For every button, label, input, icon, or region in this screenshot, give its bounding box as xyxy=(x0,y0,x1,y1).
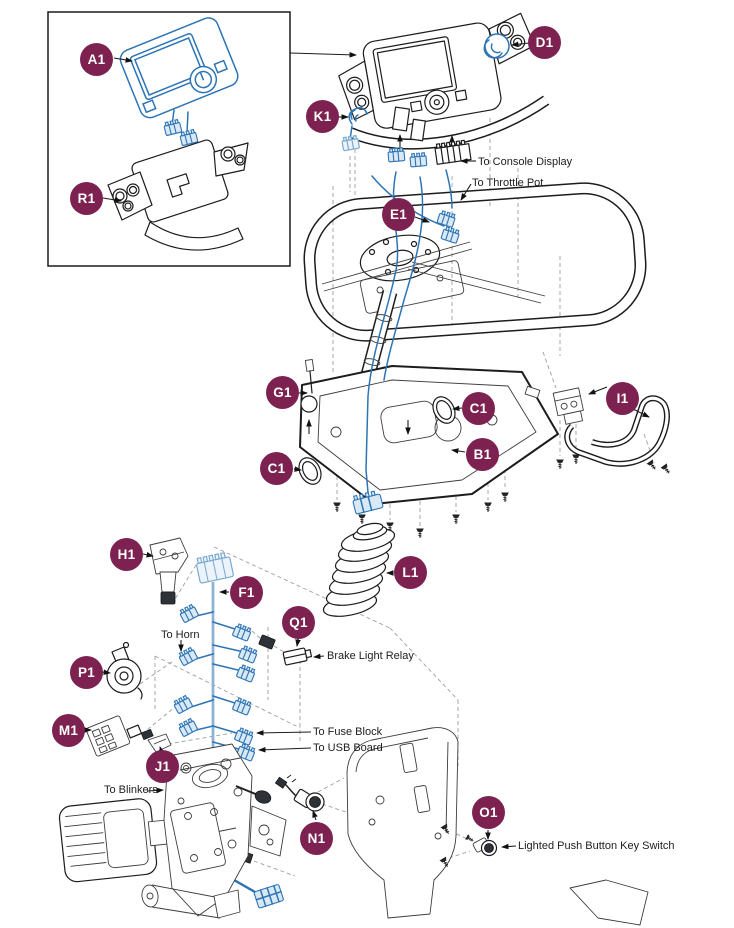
main-console xyxy=(338,12,550,158)
callout-m1: M1 xyxy=(52,714,85,747)
steering-mechanism xyxy=(141,743,287,919)
j1-connector xyxy=(147,733,172,753)
inset-leader-line xyxy=(289,52,357,58)
annotation-arrows xyxy=(146,158,517,850)
callout-n1: N1 xyxy=(300,822,333,855)
callout-l1-label: L1 xyxy=(402,565,419,580)
callout-i1-label: I1 xyxy=(616,391,629,406)
callout-i1: I1 xyxy=(606,382,639,415)
c1-cap-right xyxy=(432,396,456,424)
l1-tiller-boot xyxy=(322,522,396,617)
callout-o1-label: O1 xyxy=(479,805,498,820)
callout-k1: K1 xyxy=(306,100,339,133)
callout-arrows xyxy=(84,41,650,840)
annotation-lighted-push-button-key-switch: Lighted Push Button Key Switch xyxy=(518,840,675,852)
callout-k1-label: K1 xyxy=(313,109,332,124)
annotation-to-throttle-pot: To Throttle Pot xyxy=(472,177,544,189)
callout-e1: E1 xyxy=(382,198,415,231)
tiller-shroud xyxy=(346,727,649,926)
console-housing-part xyxy=(107,139,249,251)
callout-f1-label: F1 xyxy=(238,585,255,600)
headlight xyxy=(58,798,170,883)
callout-d1-label: D1 xyxy=(535,35,554,50)
callout-f1: F1 xyxy=(230,576,263,609)
annotation-to-fuse-block: To Fuse Block xyxy=(313,726,383,738)
annotation-to-blinkers: To Blinkers xyxy=(104,784,158,796)
callout-h1: H1 xyxy=(110,538,143,571)
annotation-to-usb-board: To USB Board xyxy=(313,742,383,754)
callout-j1-label: J1 xyxy=(154,759,171,774)
callout-q1-label: Q1 xyxy=(289,615,308,630)
callout-j1: J1 xyxy=(146,750,179,783)
callout-e1-label: E1 xyxy=(390,207,407,222)
callout-p1: P1 xyxy=(70,656,103,689)
speed-dial-knob xyxy=(483,33,510,59)
m1-usb-board xyxy=(85,715,154,757)
c1-cap-left xyxy=(298,457,322,485)
p1-horn xyxy=(106,641,143,700)
callout-q1: Q1 xyxy=(282,606,315,639)
callout-b1-label: B1 xyxy=(473,447,492,462)
callout-l1: L1 xyxy=(394,556,427,589)
i1-brackets xyxy=(524,385,673,476)
callout-o1: O1 xyxy=(472,796,505,829)
n1-key-switch xyxy=(274,774,325,812)
callout-b1: B1 xyxy=(466,438,499,471)
callout-c1-right-label: C1 xyxy=(469,401,488,416)
callout-g1-label: G1 xyxy=(273,385,292,400)
o1-push-button-key-switch xyxy=(465,834,498,857)
h1-bracket xyxy=(149,537,189,605)
annotation-to-horn: To Horn xyxy=(161,629,200,641)
callout-p1-label: P1 xyxy=(78,665,95,680)
callout-d1: D1 xyxy=(528,26,561,59)
annotation-brake-light-relay: Brake Light Relay xyxy=(327,650,414,662)
callout-g1: G1 xyxy=(266,376,299,409)
callout-r1-label: R1 xyxy=(77,191,96,206)
callout-r1: R1 xyxy=(70,182,103,215)
callout-h1-label: H1 xyxy=(117,547,136,562)
callout-n1-label: N1 xyxy=(307,831,326,846)
g1-ball-stud xyxy=(300,359,318,434)
handlebar-frame xyxy=(303,182,647,342)
callout-c1-right: C1 xyxy=(462,392,495,425)
console-display-part xyxy=(119,17,239,119)
q1-brake-light-relay xyxy=(258,634,313,666)
callout-c1-left: C1 xyxy=(260,452,293,485)
k1-jumper-part xyxy=(340,107,368,152)
annotation-to-console-display: To Console Display xyxy=(478,156,573,168)
callout-a1: A1 xyxy=(80,43,113,76)
base-plate-assembly xyxy=(299,365,559,539)
callout-a1-label: A1 xyxy=(87,52,106,67)
base-harness-connector xyxy=(352,490,384,515)
callout-m1-label: M1 xyxy=(58,723,79,738)
callout-c1-left-label: C1 xyxy=(267,461,286,476)
